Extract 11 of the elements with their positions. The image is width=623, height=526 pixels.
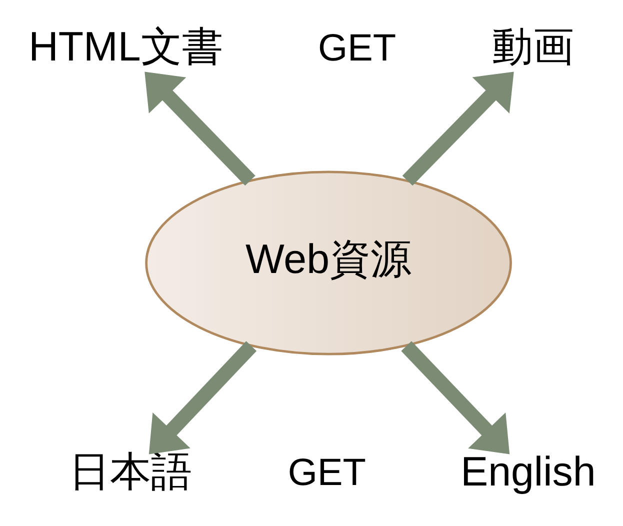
node-text: 動画 bbox=[492, 24, 574, 70]
arrow bbox=[401, 341, 510, 454]
node-text: 日本語 bbox=[68, 448, 192, 494]
node-text: English bbox=[460, 448, 596, 494]
node-ellipse: Web資源 bbox=[145, 170, 512, 356]
arrow bbox=[148, 341, 257, 454]
node-text: HTML文書 bbox=[28, 24, 223, 70]
arrow bbox=[144, 72, 256, 186]
label: GET bbox=[288, 452, 366, 494]
label: GET bbox=[318, 27, 396, 70]
arrow bbox=[402, 72, 514, 186]
